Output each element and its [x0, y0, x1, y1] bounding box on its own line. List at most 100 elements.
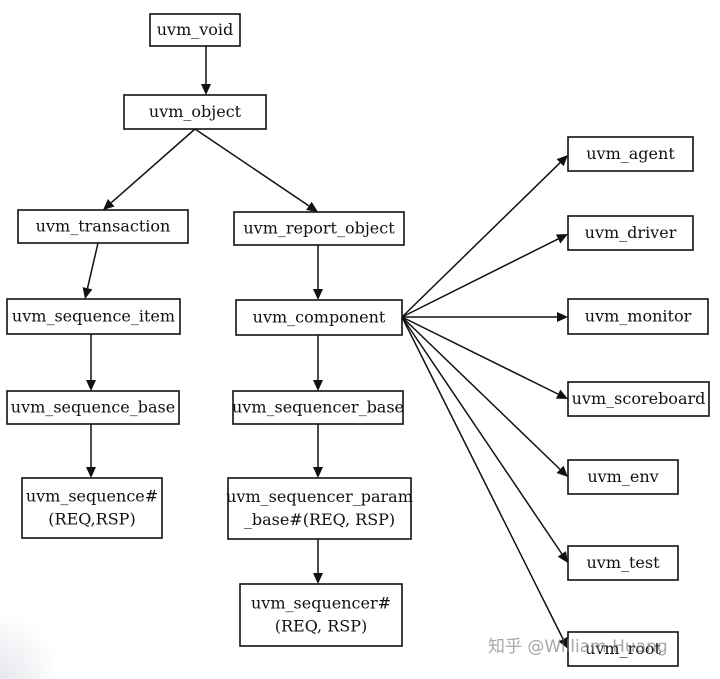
node-label: uvm_sequencer_param: [226, 487, 413, 506]
node-box: [235, 299, 403, 336]
node-box: [227, 477, 412, 540]
arrowhead: [306, 201, 318, 212]
node-label: (REQ,RSP): [48, 510, 135, 529]
edge-uvm_transaction-to-uvm_sequence_item: [82, 242, 99, 299]
node-label: uvm_sequencer_base: [232, 398, 404, 417]
node-label: uvm_sequence#: [26, 487, 158, 506]
node-label: uvm_transaction: [36, 217, 171, 236]
node-label: uvm_driver: [585, 223, 677, 242]
arrowhead: [86, 467, 96, 478]
node-box: [123, 94, 267, 130]
node-uvm-env: uvm_env: [567, 459, 679, 495]
edge-uvm_component-to-uvm_monitor: [402, 312, 568, 322]
arrowhead: [555, 389, 568, 399]
edge-line: [194, 128, 310, 207]
node-uvm-sequence: uvm_sequence# (REQ,RSP): [21, 477, 163, 539]
node-label: uvm_void: [157, 20, 234, 39]
arrowhead: [558, 636, 568, 649]
node-label: _base#(REQ, RSP): [244, 510, 395, 529]
node-label: uvm_sequence_base: [11, 398, 175, 417]
edge-uvm_component-to-uvm_driver: [401, 234, 568, 318]
node-box: [149, 13, 241, 47]
node-label: (REQ, RSP): [275, 617, 367, 636]
edge-uvm_component-to-uvm_root: [401, 316, 568, 649]
arrowhead: [86, 380, 96, 391]
watermark-text: 知乎 @William Huang: [488, 637, 668, 657]
node-uvm-scoreboard: uvm_scoreboard: [567, 381, 710, 417]
node-uvm-monitor: uvm_monitor: [567, 298, 709, 335]
edge-line: [401, 316, 561, 470]
edge-uvm_sequence_base-to-uvm_sequence: [86, 424, 96, 478]
node-label: uvm_monitor: [585, 307, 692, 326]
arrowhead: [556, 155, 568, 167]
arrowhead: [103, 198, 115, 210]
node-label: uvm_root: [585, 639, 661, 658]
edge-uvm_component-to-uvm_test: [401, 316, 568, 563]
node-label: uvm_sequence_item: [12, 307, 175, 326]
arrowhead: [557, 312, 568, 322]
node-label: uvm_component: [253, 308, 386, 327]
node-uvm-transaction: uvm_transaction: [17, 209, 189, 244]
node-uvm-report-object: uvm_report_object: [233, 211, 405, 246]
edge-line: [86, 242, 99, 289]
arrowhead: [313, 289, 323, 300]
edge-uvm_sequencer_base-to-uvm_sequencer_param_base: [313, 424, 323, 478]
edge-uvm_report_object-to-uvm_component: [313, 245, 323, 300]
edge-uvm_object-to-uvm_transaction: [103, 128, 196, 210]
arrowhead: [313, 467, 323, 478]
edge-uvm_component-to-uvm_scoreboard: [401, 316, 568, 399]
edge-line: [401, 162, 561, 318]
arrowhead: [557, 551, 568, 563]
arrowhead: [556, 465, 568, 477]
arrowhead: [313, 380, 323, 391]
edge-uvm_component-to-uvm_env: [401, 316, 568, 477]
node-uvm-component: uvm_component: [235, 299, 403, 336]
node-uvm-driver: uvm_driver: [567, 215, 694, 251]
node-uvm-sequence-base: uvm_sequence_base: [6, 390, 180, 425]
node-box: [239, 583, 403, 647]
edge-uvm_object-to-uvm_report_object: [194, 128, 318, 212]
edge-uvm_component-to-uvm_agent: [401, 155, 568, 318]
corner-shadow: [0, 610, 60, 679]
node-box: [6, 390, 180, 425]
edge-line: [401, 238, 559, 318]
node-uvm-void: uvm_void: [149, 13, 241, 47]
node-box: [567, 381, 710, 417]
arrowhead: [82, 287, 93, 299]
node-box: [567, 459, 679, 495]
node-label: uvm_object: [149, 102, 242, 121]
node-box: [567, 215, 694, 251]
node-uvm-agent: uvm_agent: [567, 136, 694, 172]
arrowhead: [313, 573, 323, 584]
edge-uvm_component-to-uvm_sequencer_base: [313, 335, 323, 391]
edge-uvm_void-to-uvm_object: [201, 46, 211, 95]
edge-uvm_sequence_item-to-uvm_sequence_base: [86, 334, 96, 391]
node-box: [17, 209, 189, 244]
arrowhead: [201, 84, 211, 95]
node-label: uvm_scoreboard: [572, 389, 706, 408]
node-box: [567, 631, 679, 667]
node-label: uvm_agent: [586, 144, 675, 163]
arrowhead: [555, 234, 568, 244]
edge-line: [401, 316, 559, 395]
node-uvm-sequencer-base: uvm_sequencer_base: [232, 390, 404, 425]
node-box: [567, 545, 679, 581]
node-box: [567, 136, 694, 172]
node-uvm-sequencer: uvm_sequencer# (REQ, RSP): [239, 583, 403, 647]
node-box: [232, 390, 404, 425]
node-box: [21, 477, 163, 539]
edge-line: [401, 316, 563, 555]
node-box: [567, 298, 709, 335]
node-label: uvm_report_object: [243, 219, 395, 238]
edge-line: [110, 128, 196, 204]
node-uvm-object: uvm_object: [123, 94, 267, 130]
edge-uvm_sequencer_param_base-to-uvm_sequencer: [313, 539, 323, 584]
node-uvm-test: uvm_test: [567, 545, 679, 581]
node-label: uvm_env: [587, 467, 658, 486]
node-uvm-sequence-item: uvm_sequence_item: [6, 298, 181, 335]
node-uvm-sequencer-param-base: uvm_sequencer_param _base#(REQ, RSP): [226, 477, 413, 540]
node-label: uvm_sequencer#: [251, 594, 391, 613]
node-uvm-root: uvm_root: [567, 631, 679, 667]
node-label: uvm_test: [586, 553, 660, 572]
